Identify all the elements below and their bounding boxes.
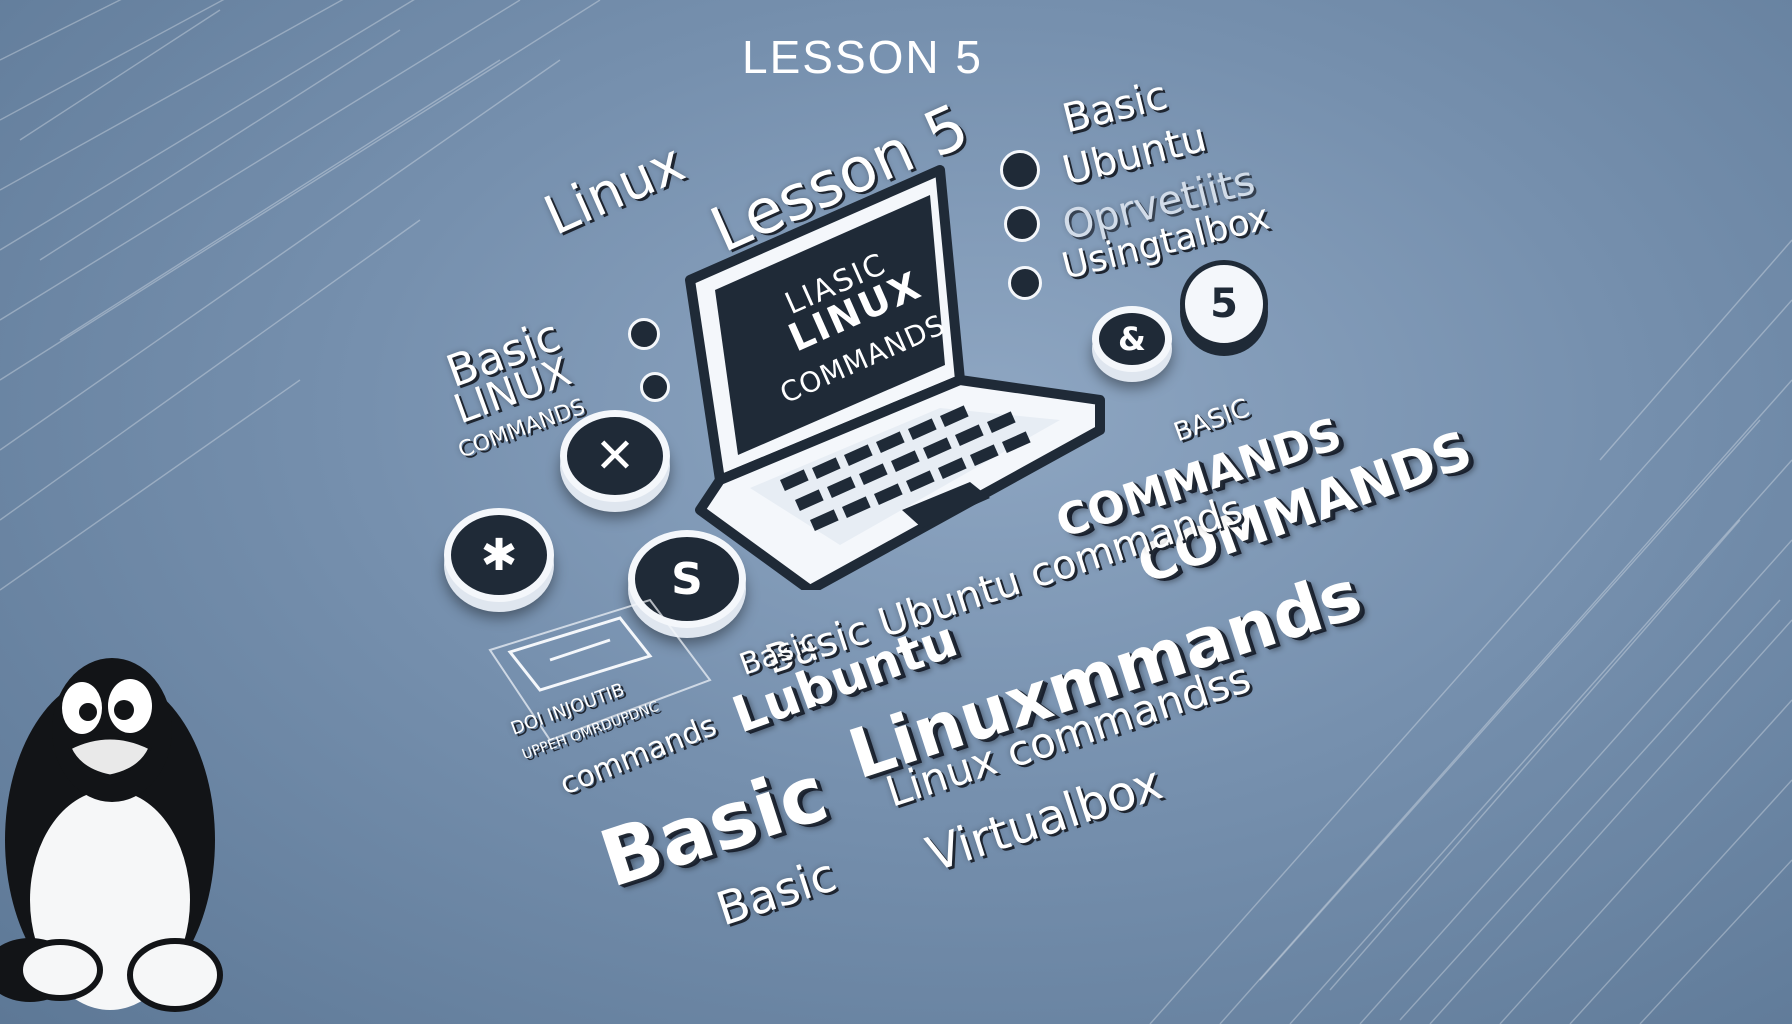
lesson-title: LESSON 5 [742,31,983,83]
list-bullet-2 [1004,206,1040,242]
number-five-badge: 5 [1180,260,1268,348]
list-bullet-1 [1000,150,1040,190]
s-badge: S [628,530,746,628]
left-bullet-1 [628,318,660,350]
ampersand-badge: & [1092,306,1172,372]
left-bullet-2 [640,372,670,402]
document-card [488,598,712,742]
laptop-illustration [685,165,1105,590]
list-bullet-3 [1008,266,1042,300]
tux-penguin-mascot [0,658,223,1012]
close-x-badge: ✕ [560,410,670,502]
star-badge: ✱ [444,508,554,602]
